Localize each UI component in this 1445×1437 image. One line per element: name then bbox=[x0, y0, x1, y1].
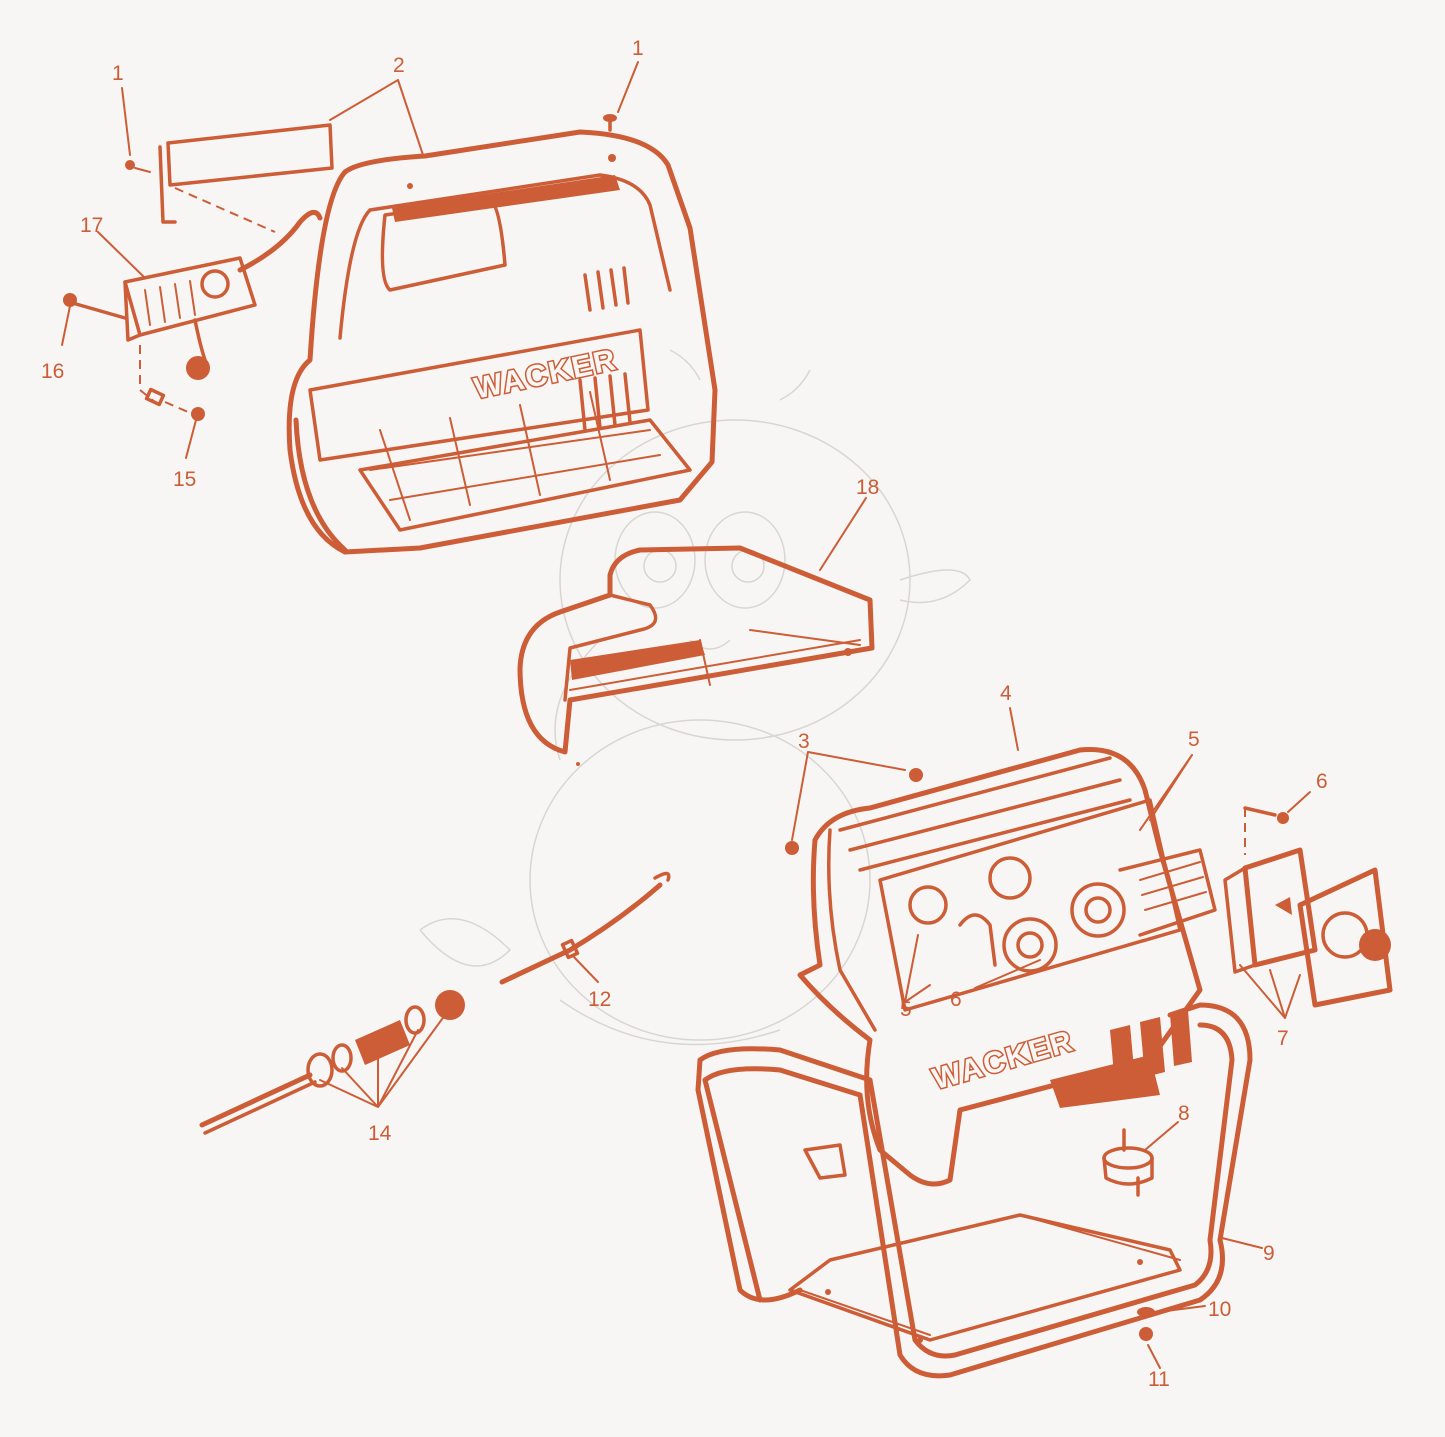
nut-11 bbox=[1139, 1327, 1153, 1341]
callout-label-14: 14 bbox=[368, 1122, 392, 1145]
tube-frame bbox=[695, 1002, 1253, 1379]
callout-label-17: 17 bbox=[80, 214, 103, 237]
mount-8 bbox=[1102, 1128, 1154, 1197]
fastener-3-left bbox=[785, 841, 799, 855]
callout-label-15: 15 bbox=[173, 468, 196, 491]
watermark-figure bbox=[419, 349, 971, 1046]
callout-label-9: 9 bbox=[1263, 1242, 1275, 1265]
control-module bbox=[123, 209, 323, 413]
nut-15 bbox=[191, 407, 205, 421]
screw-16 bbox=[63, 293, 127, 320]
callout-leaders bbox=[61, 61, 1311, 1369]
screw-1-left bbox=[125, 160, 151, 173]
plug-14 bbox=[199, 990, 465, 1135]
callout-label-2: 2 bbox=[393, 54, 405, 77]
callout-label-5-bottom: 5 bbox=[900, 998, 912, 1021]
washer-10 bbox=[1137, 1307, 1155, 1317]
screw-6-right bbox=[1277, 812, 1289, 824]
callout-labels: 1 1 2 3 4 5 5 6 6 7 8 9 10 11 12 14 15 1… bbox=[41, 37, 1328, 1391]
top-housing: WACKER bbox=[158, 123, 718, 555]
wire-12 bbox=[499, 871, 671, 985]
callout-label-3: 3 bbox=[798, 730, 810, 753]
callout-label-1-left: 1 bbox=[112, 62, 124, 85]
screw-1-top bbox=[603, 114, 617, 132]
callout-label-12: 12 bbox=[588, 988, 611, 1011]
callout-label-16: 16 bbox=[41, 360, 64, 383]
callout-label-11: 11 bbox=[1148, 1368, 1170, 1391]
callout-label-8: 8 bbox=[1178, 1102, 1190, 1125]
callout-label-10: 10 bbox=[1208, 1298, 1231, 1321]
fastener-3-top bbox=[909, 768, 923, 782]
callout-label-6-bottom: 6 bbox=[950, 988, 962, 1011]
callout-label-7: 7 bbox=[1277, 1027, 1289, 1050]
cover-18 bbox=[517, 545, 875, 766]
callout-label-1-top: 1 bbox=[632, 37, 644, 60]
callout-label-18: 18 bbox=[856, 476, 879, 499]
callout-label-5-top: 5 bbox=[1188, 728, 1200, 751]
callout-label-4: 4 bbox=[1000, 682, 1012, 705]
outlet-plate bbox=[1223, 806, 1393, 1008]
callout-label-6-right: 6 bbox=[1316, 770, 1328, 793]
